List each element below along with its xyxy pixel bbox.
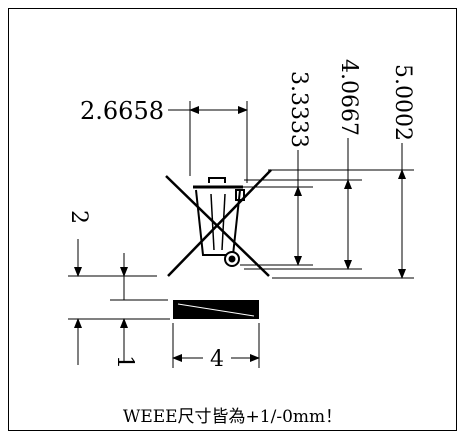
dimension-4-0667 — [244, 138, 362, 270]
weee-bin-icon — [165, 169, 272, 277]
dimension-4 — [172, 323, 260, 368]
dimension-2 — [68, 239, 168, 301]
dimension-5-0002 — [268, 143, 414, 279]
dimension-label-5-0002: 5.0002 — [390, 64, 415, 141]
dimension-1 — [68, 318, 170, 365]
dimension-label-1: 1 — [112, 355, 137, 369]
dimension-label-4-0667: 4.0667 — [336, 59, 361, 136]
dimension-label-2: 2 — [66, 210, 91, 224]
tolerance-note: WEEE尺寸皆為+1/-0mm！ — [122, 407, 343, 427]
drawing-frame — [8, 8, 457, 431]
weee-underbar — [173, 300, 259, 319]
dimension-label-3-3333: 3.3333 — [286, 71, 311, 148]
dimension-3-3333 — [240, 150, 313, 266]
dimension-2-6658 — [168, 101, 248, 183]
dimension-label-4: 4 — [210, 347, 224, 372]
dimension-label-2-6658: 2.6658 — [80, 97, 164, 125]
